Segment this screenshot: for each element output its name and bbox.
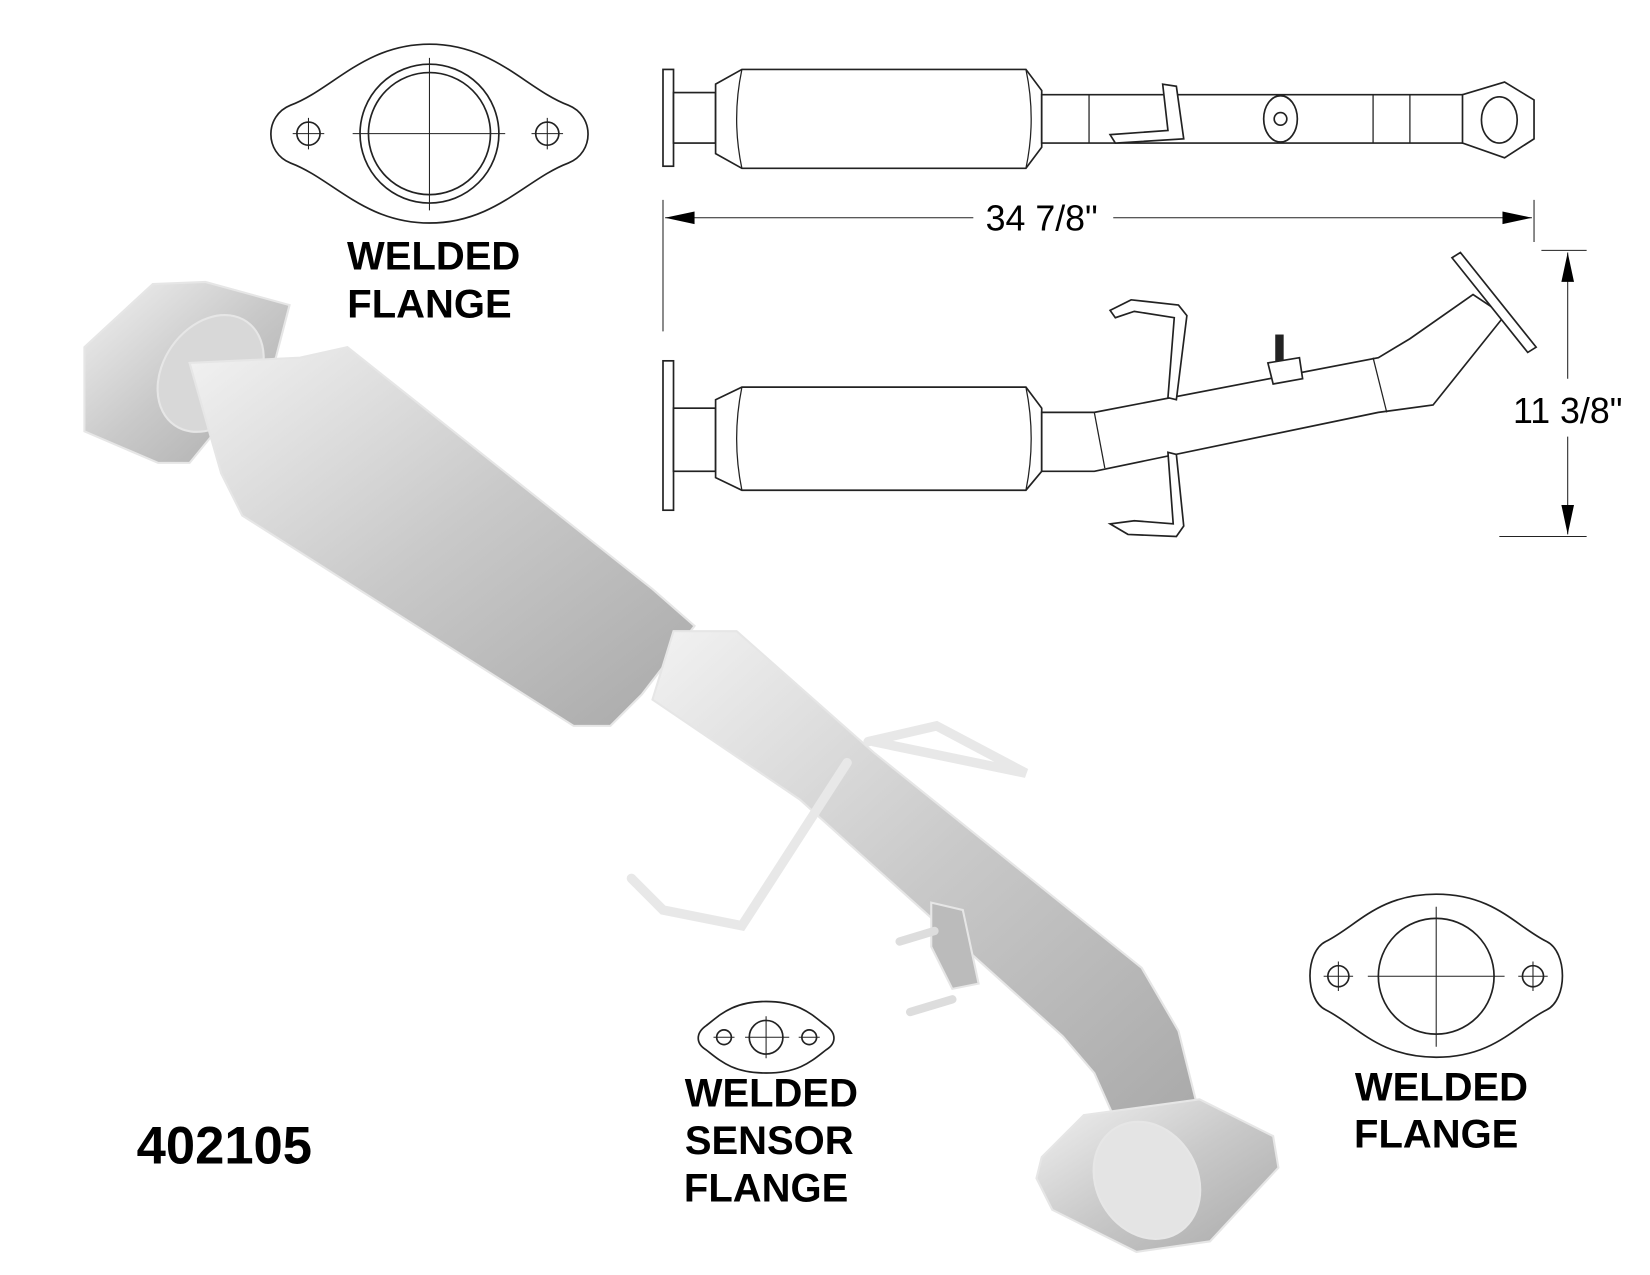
height-dimension-value: 11 3/8" <box>1513 391 1622 431</box>
sensor-flange-drawing <box>697 1000 835 1074</box>
outlet-flange-drawing <box>1309 893 1564 1059</box>
top-view-drawing <box>662 68 1535 170</box>
part-number: 402105 <box>137 1116 312 1175</box>
outlet-flange-label-line2: FLANGE <box>1354 1113 1518 1157</box>
sensor-flange-label-line3: FLANGE <box>684 1166 848 1210</box>
sensor-flange-label-line2: SENSOR <box>685 1119 854 1163</box>
top-flange-label-line1: WELDED <box>347 234 520 278</box>
outlet-flange-label-line1: WELDED <box>1355 1065 1528 1109</box>
top-flange-label-line2: FLANGE <box>347 283 511 327</box>
side-view-drawing <box>662 251 1538 538</box>
sensor-flange-label-line1: WELDED <box>685 1072 858 1116</box>
length-dimension-value: 34 7/8" <box>986 198 1098 238</box>
catalytic-converter-render <box>83 280 1280 1253</box>
height-dimension <box>1499 249 1587 538</box>
inlet-flange-drawing <box>270 43 589 224</box>
length-dimension <box>662 199 1535 332</box>
